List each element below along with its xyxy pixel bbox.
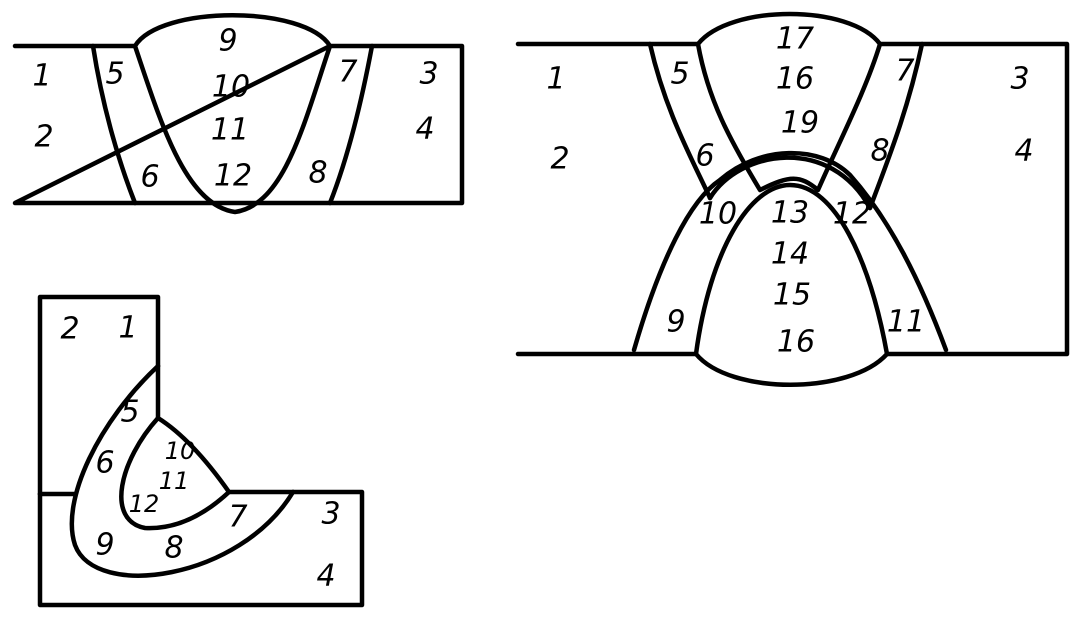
corner-joint-label: 4 bbox=[316, 559, 335, 594]
corner-joint-inner-bead bbox=[119, 415, 232, 531]
corner-joint-vertical-plate bbox=[37, 294, 161, 497]
x-groove-top-cap-bead bbox=[695, 11, 883, 47]
corner-joint-label: 3 bbox=[321, 497, 340, 532]
v-groove-label: 6 bbox=[140, 160, 159, 195]
v-groove-label: 5 bbox=[105, 57, 124, 92]
corner-joint-label: 5 bbox=[120, 395, 139, 430]
v-groove-label: 9 bbox=[218, 24, 237, 59]
x-groove-label: 7 bbox=[895, 54, 914, 89]
corner-joint-root-bead bbox=[155, 363, 296, 495]
corner-joint-weld-diagram: 2 1 5 6 10 11 12 9 8 7 3 4 bbox=[37, 294, 365, 608]
corner-joint-label: 8 bbox=[164, 531, 183, 566]
corner-joint-horizontal-plate bbox=[37, 489, 365, 608]
x-groove-label: 9 bbox=[666, 305, 685, 340]
corner-joint-label: 7 bbox=[228, 500, 247, 535]
v-groove-center-bead bbox=[132, 43, 333, 215]
v-groove-label: 7 bbox=[338, 55, 357, 90]
x-groove-label: 11 bbox=[887, 305, 925, 340]
x-groove-label: 6 bbox=[695, 139, 714, 174]
x-groove-label: 3 bbox=[1010, 62, 1029, 97]
x-groove-label: 5 bbox=[670, 57, 689, 92]
x-groove-top-left-fusion-line bbox=[647, 41, 713, 201]
x-groove-weld-diagram: 1 2 5 6 17 16 19 7 8 3 4 10 13 14 15 16 … bbox=[515, 11, 1070, 387]
v-groove-label: 3 bbox=[419, 57, 438, 92]
x-groove-label: 17 bbox=[776, 22, 814, 57]
x-groove-inner-bottom-bead bbox=[693, 182, 890, 357]
x-groove-top-center-bead bbox=[695, 41, 883, 193]
x-groove-top-right-fusion-line bbox=[867, 41, 925, 211]
v-groove-cap-bead bbox=[132, 13, 333, 49]
corner-joint-label: 11 bbox=[159, 467, 190, 495]
x-groove-label: 14 bbox=[771, 237, 809, 272]
corner-joint-label: 2 bbox=[60, 312, 79, 347]
x-groove-bottom-cap-bead bbox=[693, 351, 890, 387]
x-groove-label: 12 bbox=[833, 197, 871, 232]
corner-joint-label: 12 bbox=[129, 490, 160, 518]
v-groove-label: 10 bbox=[212, 70, 250, 105]
corner-joint-label: 9 bbox=[95, 528, 114, 563]
x-groove-label: 13 bbox=[771, 196, 809, 231]
x-groove-label: 16 bbox=[776, 62, 814, 97]
corner-joint-label: 1 bbox=[118, 311, 137, 346]
x-groove-label: 19 bbox=[781, 106, 819, 141]
v-groove-label: 11 bbox=[211, 113, 249, 148]
corner-joint-label: 10 bbox=[165, 437, 196, 465]
x-groove-label: 15 bbox=[773, 278, 811, 313]
v-groove-label: 2 bbox=[34, 120, 53, 155]
x-groove-outline bbox=[515, 41, 1070, 357]
x-groove-label: 10 bbox=[699, 197, 737, 232]
x-groove-outer-bottom-bead bbox=[631, 150, 949, 353]
corner-joint-label: 6 bbox=[95, 446, 114, 481]
x-groove-label: 2 bbox=[550, 142, 569, 177]
v-groove-weld-diagram: 1 2 5 6 9 10 11 12 7 8 3 4 bbox=[12, 13, 465, 215]
v-groove-right-fusion-line bbox=[327, 43, 375, 206]
v-groove-label: 8 bbox=[308, 156, 327, 191]
x-groove-label: 16 bbox=[777, 325, 815, 360]
v-groove-label: 12 bbox=[214, 159, 252, 194]
v-groove-left-fusion-line bbox=[90, 43, 138, 206]
v-groove-label: 1 bbox=[32, 59, 51, 94]
x-groove-label: 4 bbox=[1014, 134, 1033, 169]
corner-joint-outer-bead bbox=[69, 363, 296, 578]
x-groove-label: 1 bbox=[546, 62, 565, 97]
x-groove-label: 8 bbox=[870, 134, 889, 169]
v-groove-outline bbox=[12, 43, 465, 206]
x-groove-middle-arc bbox=[707, 155, 873, 211]
v-groove-label: 4 bbox=[415, 112, 434, 147]
